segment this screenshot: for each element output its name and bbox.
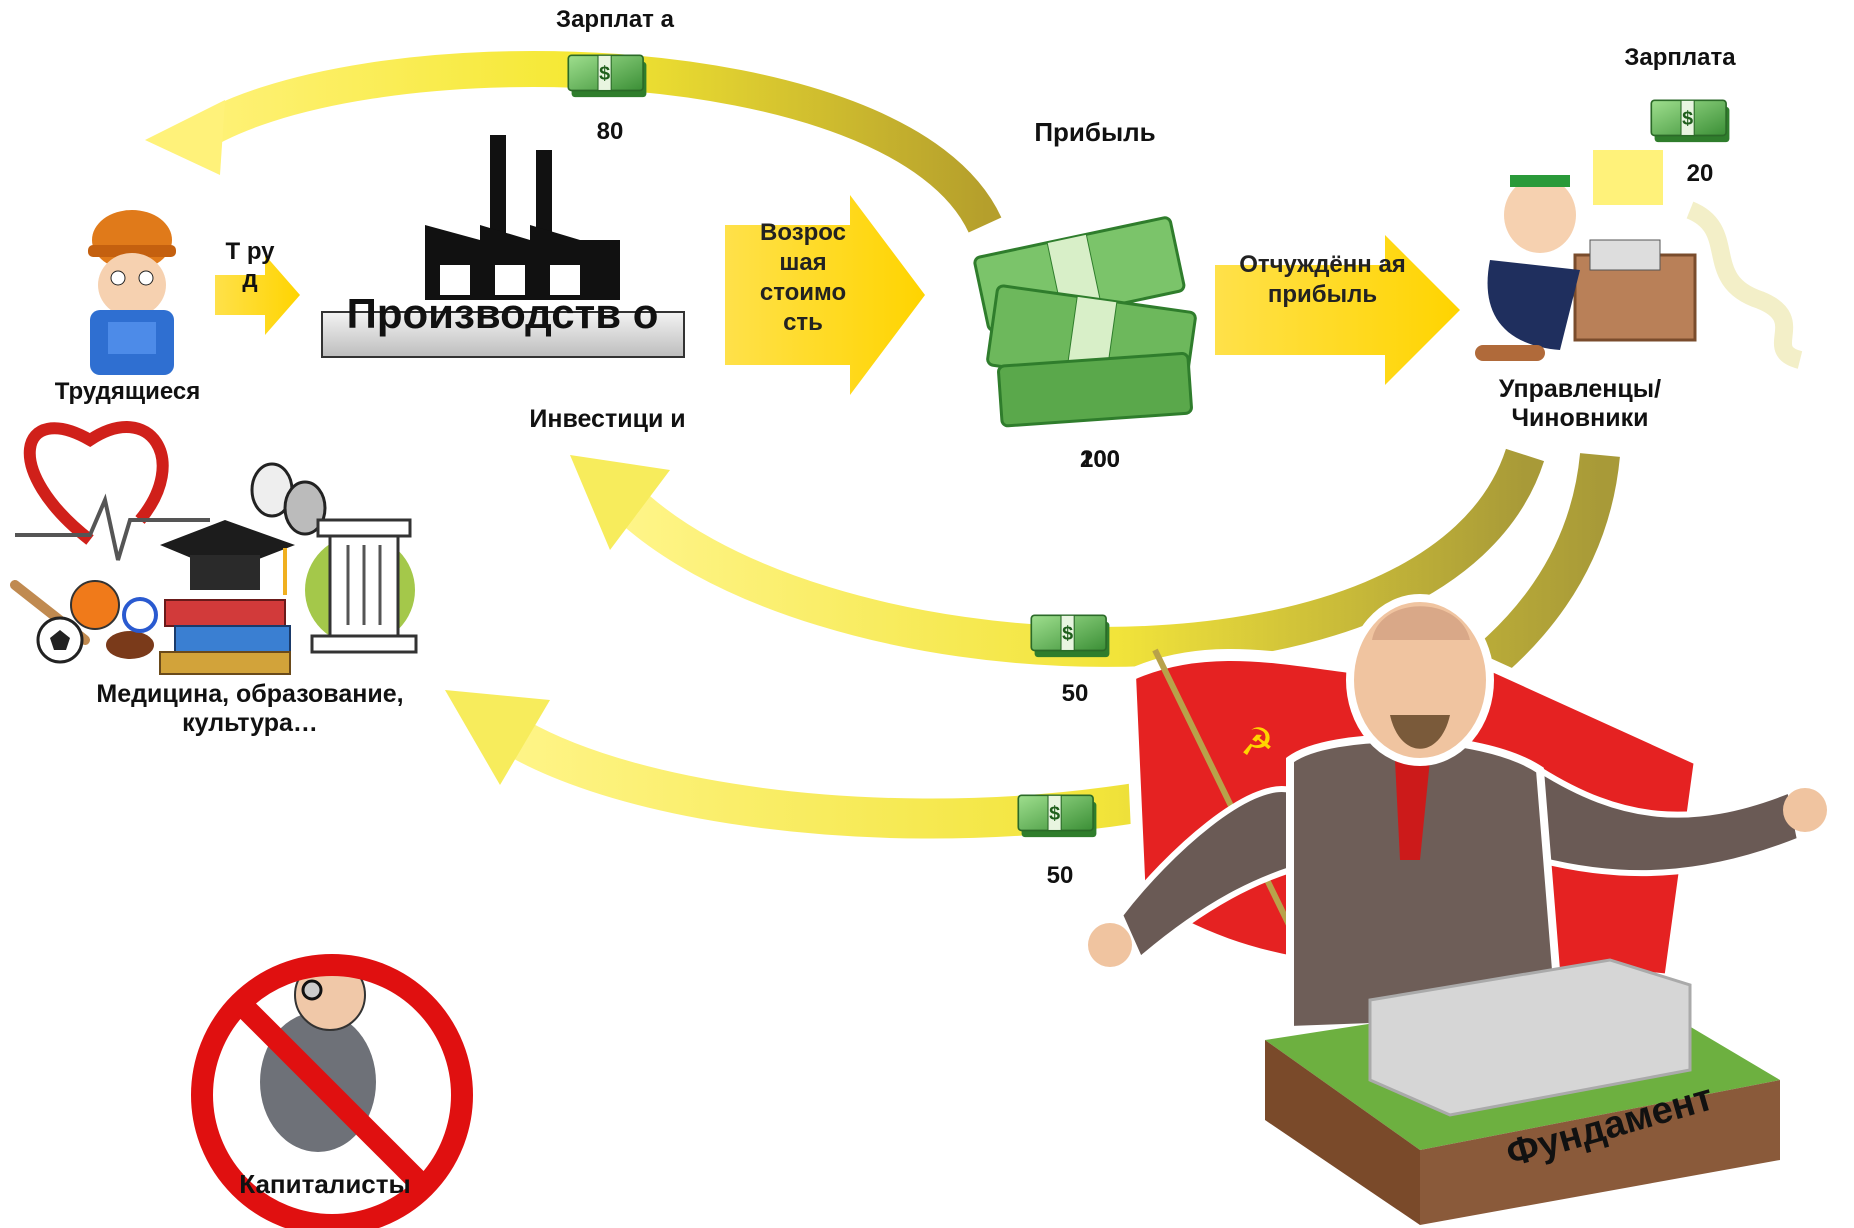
lenin-group-icon: ☭ — [1088, 594, 1827, 1225]
profit-label: Прибыль — [1034, 117, 1156, 147]
worker-icon — [88, 210, 176, 375]
alienated-profit-label: Отчуждённ ая прибыль — [1239, 251, 1406, 308]
money-stack-icon-social — [1017, 794, 1098, 838]
social-amount: 50 — [1046, 862, 1074, 889]
production-label: Производств о — [346, 290, 659, 337]
no-capitalist-icon — [191, 954, 473, 1228]
factory-icon — [321, 135, 685, 358]
arrow-salary-to-workers — [145, 50, 1002, 234]
column-icon — [305, 518, 418, 654]
money-stack-icon-salary-left — [567, 54, 648, 98]
manager-icon — [1475, 150, 1803, 369]
arrow-alienated-profit — [1215, 235, 1460, 385]
salary-left-amount: 80 — [596, 118, 624, 145]
investments-amount: 50 — [1061, 680, 1089, 707]
svg-text:☭: ☭ — [1240, 720, 1274, 764]
arrow-grown-value — [725, 195, 925, 395]
salary-right-label: Зарплата — [1624, 44, 1736, 71]
foundation-block-icon — [1265, 958, 1780, 1225]
sports-balls-icon — [10, 580, 158, 664]
salary-left-label: Зарплат а — [556, 6, 674, 33]
graduation-cap-icon — [160, 520, 295, 595]
social-label: Медицина, образование, культура… — [96, 680, 404, 737]
money-stack-icon-salary-right — [1650, 99, 1731, 143]
arrow-labor — [215, 255, 300, 335]
books-icon — [159, 599, 291, 675]
heart-pulse-icon — [15, 421, 210, 561]
grown-value-label: Возрос шая стоимо сть — [759, 219, 847, 336]
labor-label: Т ру д — [225, 238, 275, 293]
salary-right-amount: 20 — [1686, 160, 1714, 187]
managers-label: Управленцы/ Чиновники — [1498, 375, 1662, 432]
arrow-social — [445, 453, 1620, 839]
workers-label: Трудящиеся — [54, 378, 201, 405]
investments-label: Инвестици и — [529, 405, 686, 433]
theater-masks-icon — [250, 462, 327, 536]
money-stack-icon-investments — [1030, 614, 1111, 658]
profit-amount-b: 100 — [1079, 446, 1121, 473]
money-pile-icon — [973, 216, 1197, 428]
profit-amount-a: 200 — [1079, 446, 1121, 473]
capitalists-label: Капиталисты — [239, 1169, 411, 1199]
